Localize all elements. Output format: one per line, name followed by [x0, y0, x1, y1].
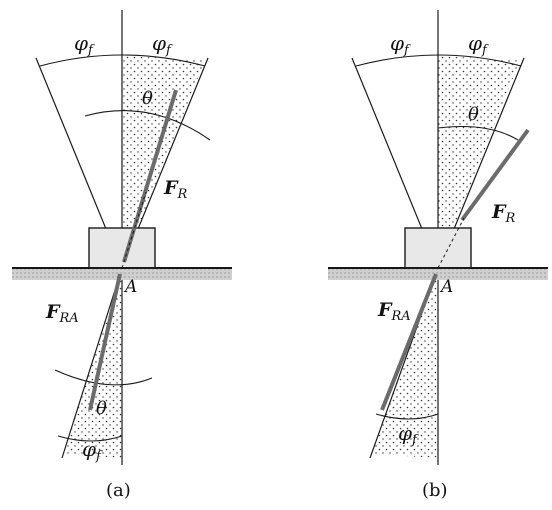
phi-bottom-label-b: φf	[398, 421, 419, 448]
theta-bottom-label-a: θ	[96, 398, 107, 419]
force-fr-dashed-a	[121, 191, 147, 269]
force-fr-label-a: FR	[163, 177, 188, 202]
friction-cone-shaded-top-a	[122, 56, 205, 268]
theta-arc-top-b	[437, 126, 519, 141]
phi-arc-top-a	[39, 54, 206, 67]
point-a-label-b: A	[439, 277, 453, 297]
panel-a: φf φf θ FR A FRA θ φf (a)	[12, 10, 232, 501]
theta-top-label-b: θ	[468, 104, 479, 125]
force-fra-label-b: FRA	[377, 299, 411, 324]
caption-b: (b)	[422, 480, 448, 501]
theta-arc-top-a	[84, 110, 211, 141]
theta-arc-bottom-a	[54, 369, 153, 386]
force-fr-b	[460, 128, 530, 222]
phi-right-label-a: φf	[152, 31, 173, 58]
phi-arc-bottom-a	[57, 435, 123, 442]
ground-b	[328, 268, 548, 280]
caption-a: (a)	[106, 480, 131, 501]
friction-cone-shaded-top-b	[438, 56, 520, 268]
phi-right-label-b: φf	[468, 31, 489, 58]
cone-edge-bottom-a	[61, 267, 123, 459]
theta-top-label-a: θ	[142, 88, 153, 109]
phi-arc-bottom-b	[375, 413, 439, 420]
panel-b: φf φf θ FR A FRA φf (b)	[328, 10, 548, 501]
force-fra-label-a: FRA	[45, 301, 79, 326]
phi-left-label-a: φf	[74, 31, 95, 58]
point-a-label-a: A	[123, 277, 137, 297]
force-fra-a	[88, 273, 122, 411]
phi-arc-top-b	[355, 54, 522, 67]
force-fra-b	[380, 273, 438, 411]
ground-a	[12, 268, 232, 280]
force-fr-label-b: FR	[491, 201, 516, 226]
phi-bottom-label-a: φf	[82, 437, 103, 464]
block-a	[88, 227, 156, 269]
phi-left-label-b: φf	[390, 31, 411, 58]
block-b	[404, 227, 472, 269]
